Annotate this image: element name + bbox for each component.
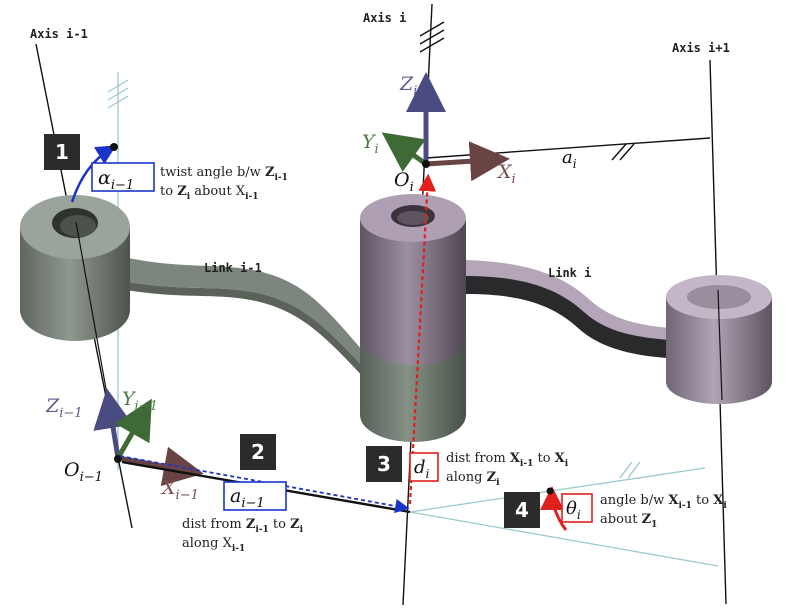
step-3-description-line-2: along Zi	[446, 470, 500, 488]
axis-next-label: Axis i+1	[672, 41, 730, 55]
axis-cur-label: Axis i	[363, 11, 406, 25]
step-2-annotation: 2 ai−1 dist from Zi-1 to Zi along Xi-1	[182, 434, 304, 554]
step-4-badge	[504, 492, 540, 528]
step-1-annotation: 1 αi−1 twist angle b/w Zi-1 to Zi about …	[44, 134, 288, 202]
step-3-description-line-1: dist from Xi-1 to Xi	[446, 451, 569, 469]
link-length-label-cur: ai	[562, 147, 577, 171]
step-1-badge	[44, 134, 80, 170]
step-1-description-line-2: to Zi about Xi-1	[160, 184, 259, 202]
step-2-badge	[240, 434, 276, 470]
link-prev-body	[126, 258, 368, 380]
frame-prev-axes	[93, 388, 204, 487]
joint-angle-arc	[540, 486, 568, 531]
step-4-number: 4	[515, 498, 529, 522]
link-cur-body	[466, 260, 670, 358]
step-4-symbol: θi	[566, 498, 581, 522]
step-1-description-line-1: twist angle b/w Zi-1	[160, 165, 288, 183]
z-axis-arrow-prev	[93, 388, 133, 459]
step-2-symbol: ai−1	[230, 485, 265, 511]
link-prev-label: Link i-1	[204, 261, 262, 275]
step-4-annotation: 4 θi angle b/w Xi-1 to Xi about Z1	[504, 492, 727, 530]
step-2-symbol-box	[223, 481, 287, 511]
step-1-number: 1	[55, 140, 69, 164]
z-axis-label-prev: Zi−1	[45, 395, 83, 421]
joint-cylinder-next	[666, 275, 772, 404]
axis-overlays	[75, 221, 723, 401]
step-2-description-line-2: along Xi-1	[182, 536, 245, 554]
axis-prev-label: Axis i-1	[30, 27, 88, 41]
step-3-badge	[366, 446, 402, 482]
joint-angle-endpoint	[546, 487, 554, 495]
joint-cylinder-cur	[360, 194, 466, 442]
x-axis-arrow-cur	[425, 141, 510, 182]
x-axis-label-cur: Xi	[496, 161, 516, 187]
step-1-symbol: αi−1	[98, 167, 134, 193]
step-2-description-line-1: dist from Zi-1 to Zi	[182, 517, 304, 535]
joint-cylinder-prev	[20, 195, 130, 341]
step-4-description-line-1: angle b/w Xi-1 to Xi	[600, 493, 727, 511]
step-4-symbol-box	[561, 493, 593, 523]
origin-label-cur: Oi	[394, 169, 414, 195]
twist-angle-endpoint	[110, 143, 118, 151]
step-3-number: 3	[377, 452, 391, 476]
step-2-number: 2	[251, 440, 265, 464]
origin-label-prev: Oi−1	[64, 459, 103, 485]
step-3-symbol-box	[409, 452, 439, 482]
y-axis-arrow-cur	[381, 132, 428, 172]
step-1-symbol-box	[91, 162, 155, 192]
step-4-description-line-2: about Z1	[600, 512, 657, 530]
y-axis-arrow-prev	[114, 398, 152, 460]
x-axis-label-prev: Xi−1	[160, 477, 199, 503]
twist-angle-arc	[70, 145, 117, 203]
x-axis-arrow-prev	[117, 446, 204, 487]
frame-cur-axes	[381, 72, 510, 182]
link-cur-label: Link i	[548, 266, 591, 280]
step-3-symbol: di	[414, 457, 430, 481]
y-axis-label-cur: Yi	[362, 131, 379, 157]
z-axis-label-cur: Zi	[399, 73, 417, 99]
y-axis-label-prev: Yi−1	[122, 388, 158, 414]
link-offset-arrow	[408, 173, 437, 505]
step-3-annotation: 3 di dist from Xi-1 to Xi along Zi	[366, 446, 569, 488]
